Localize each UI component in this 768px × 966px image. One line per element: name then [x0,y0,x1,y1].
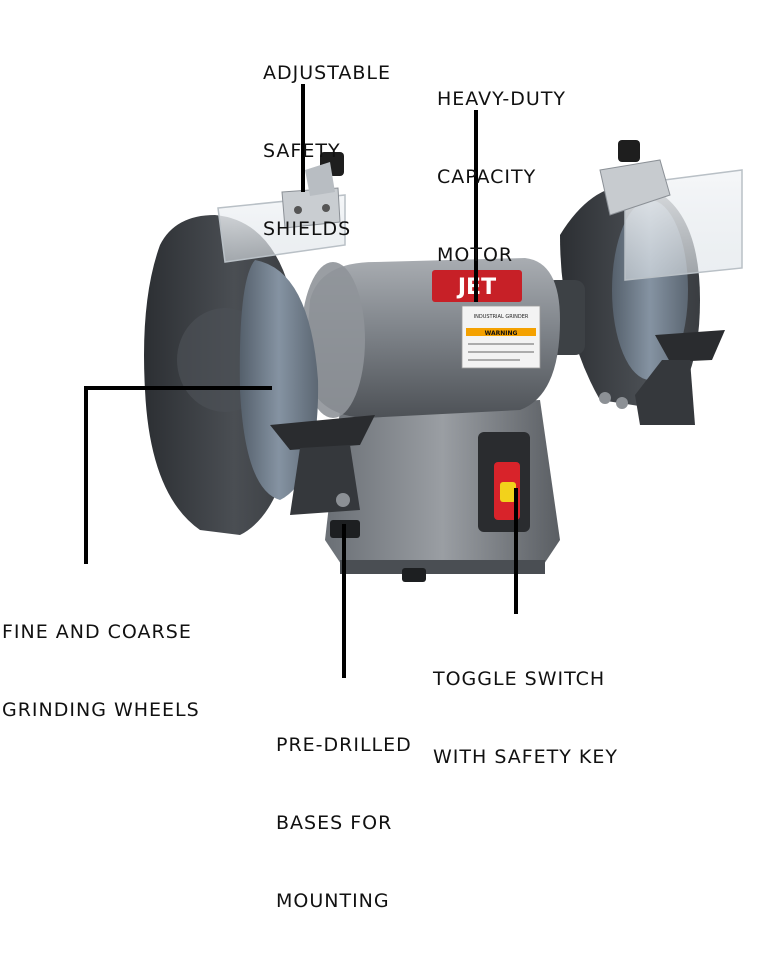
leader-wheels [84,386,272,564]
callout-line: FINE AND COARSE [2,621,192,643]
warning-label-text: WARNING [485,330,518,337]
callout-adjustable-safety-shields: ADJUSTABLE SAFETY SHIELDS [263,8,391,294]
callout-line: GRINDING WHEELS [2,699,200,721]
left-tool-rest [270,415,375,515]
callout-pre-drilled-bases: PRE-DRILLED BASES FOR MOUNTING [276,680,412,966]
callout-grinding-wheels: FINE AND COARSE GRINDING WHEELS [2,567,200,775]
callout-line: ADJUSTABLE [263,62,391,84]
callout-toggle-switch: TOGGLE SWITCH WITH SAFETY KEY [433,614,618,822]
right-safety-shield [599,140,743,281]
callout-line: SAFETY [263,140,341,162]
bench-grinder-illustration: JET INDUSTRIAL GRINDER WARNING [84,84,743,678]
callout-line: SHIELDS [263,218,352,240]
callout-line: PRE-DRILLED [276,734,412,756]
model-label: INDUSTRIAL GRINDER WARNING [461,305,541,369]
callout-leaders [84,84,518,678]
callout-line: WITH SAFETY KEY [433,746,618,768]
callout-line: HEAVY-DUTY [437,88,567,110]
callout-line: CAPACITY [437,166,537,188]
callout-line: MOTOR [437,244,514,266]
toggle-switch [478,432,530,532]
right-tool-rest [599,330,725,425]
callout-line: TOGGLE SWITCH [433,668,606,690]
model-plate-text: INDUSTRIAL GRINDER [474,314,529,320]
left-safety-shield [217,152,346,263]
callout-heavy-duty-motor: HEAVY-DUTY CAPACITY MOTOR [437,34,566,320]
callout-line: BASES FOR [276,812,393,834]
callout-line: MOUNTING [276,890,390,912]
product-image: JET INDUSTRIAL GRINDER WARNING [2,8,743,912]
